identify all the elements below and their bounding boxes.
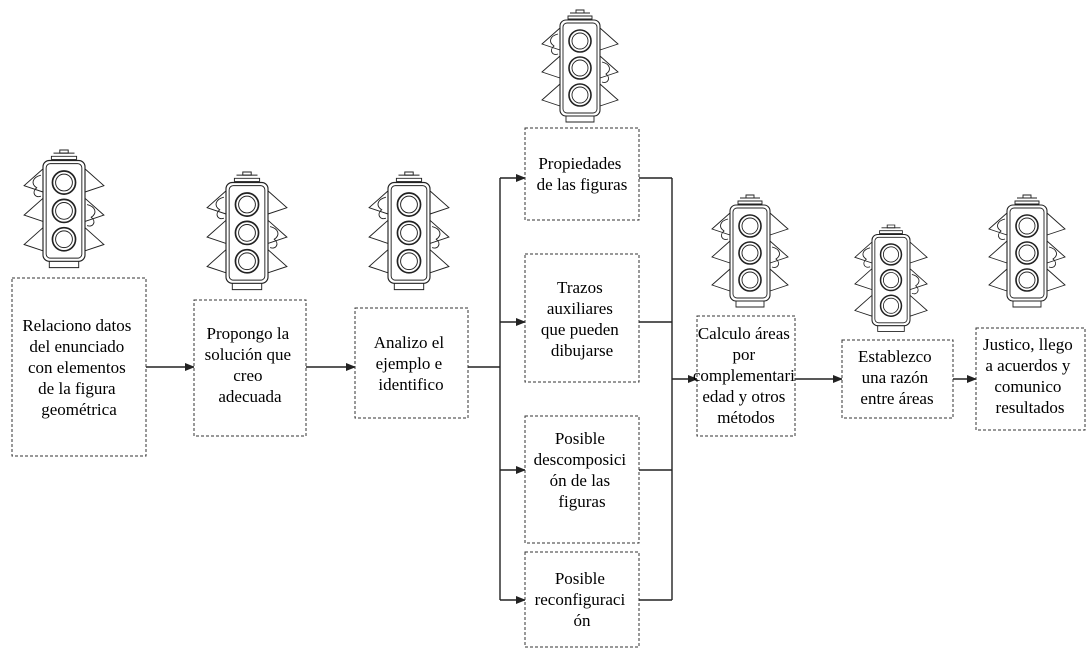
node-justifico-text: Justico, llego a acuerdos y comunico res… xyxy=(983,335,1077,417)
node-descomposicion: Posible descomposici ón de las figuras xyxy=(524,415,640,544)
node-trazos-text: Trazos auxiliares que pueden dibujarse xyxy=(541,278,623,360)
traffic-light-icon xyxy=(541,9,619,123)
connectors xyxy=(146,174,977,604)
node-reconfiguracion: Posible reconfiguraci ón xyxy=(524,551,640,648)
node-relaciono-text: Relaciono datos del enunciado con elemen… xyxy=(22,316,135,419)
node-analizo: Analizo el ejemplo e identifico xyxy=(354,307,469,419)
traffic-light-icon xyxy=(368,171,450,291)
node-trazos: Trazos auxiliares que pueden dibujarse xyxy=(524,253,640,383)
node-analizo-text: Analizo el ejemplo e identifico xyxy=(374,333,449,394)
traffic-light-icon xyxy=(854,224,928,333)
node-relaciono: Relaciono datos del enunciado con elemen… xyxy=(11,277,147,457)
node-descomposicion-text: Posible descomposici ón de las figuras xyxy=(534,429,631,511)
traffic-light-icon xyxy=(988,194,1066,308)
node-propongo-text: Propongo la solución que creo adecuada xyxy=(205,324,296,406)
node-calculo-text: Calculo áreas por complementari edad y o… xyxy=(693,324,799,427)
node-propongo: Propongo la solución que creo adecuada xyxy=(193,299,307,437)
node-propiedades-text: Propiedades de las figuras xyxy=(537,154,628,194)
node-justifico: Justico, llego a acuerdos y comunico res… xyxy=(975,327,1086,431)
traffic-light-icon xyxy=(711,194,789,308)
traffic-light-icon xyxy=(23,149,105,269)
node-establezco: Establezco una razón entre áreas xyxy=(841,339,954,419)
node-reconfiguracion-text: Posible reconfiguraci ón xyxy=(535,569,630,630)
node-calculo: Calculo áreas por complementari edad y o… xyxy=(693,315,799,437)
traffic-light-icon xyxy=(206,171,288,291)
node-propiedades: Propiedades de las figuras xyxy=(524,127,640,221)
node-establezco-text: Establezco una razón entre áreas xyxy=(858,347,936,408)
